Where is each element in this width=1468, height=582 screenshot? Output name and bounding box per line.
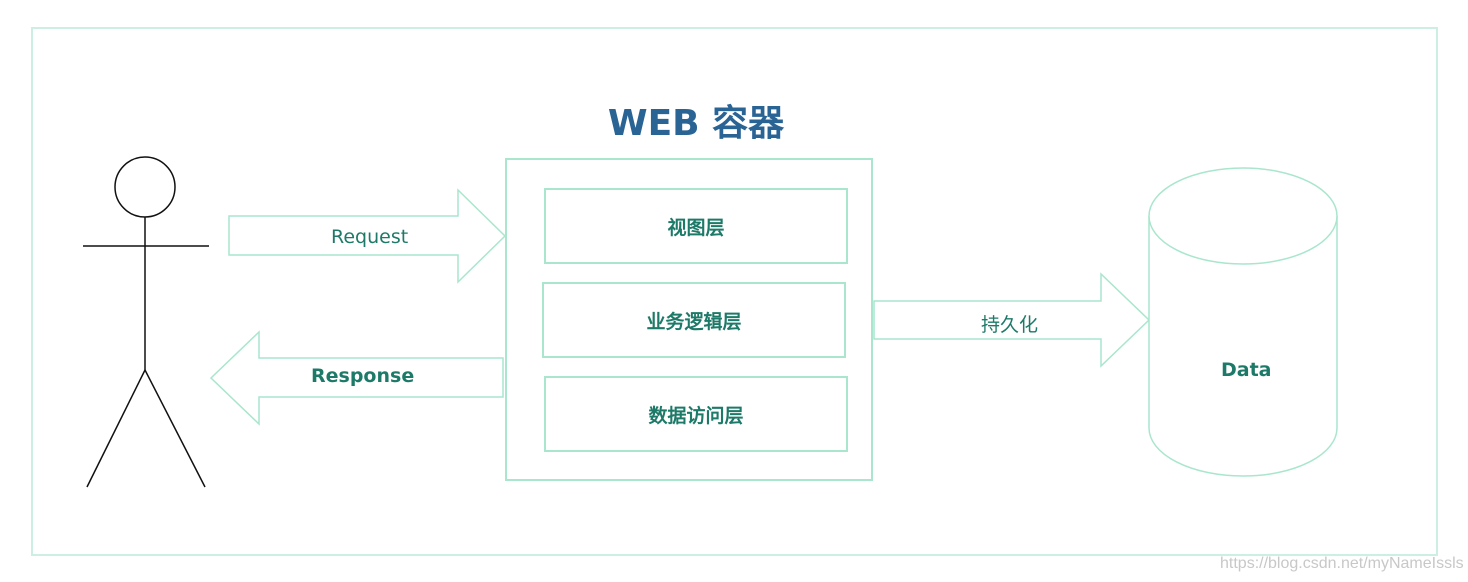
data-store-label: Data — [1221, 359, 1272, 381]
diagram-frame — [31, 27, 1438, 556]
user-head — [114, 156, 176, 218]
diagram-title: WEB 容器 — [607, 103, 785, 144]
business-logic-layer: 业务逻辑层 — [542, 282, 846, 358]
persist-label: 持久化 — [981, 314, 1039, 336]
data-access-layer: 数据访问层 — [544, 376, 848, 452]
response-arrow — [209, 330, 504, 426]
request-label: Request — [331, 226, 409, 248]
user-right-leg — [144, 369, 206, 488]
database-body — [1148, 216, 1338, 477]
database-top — [1148, 167, 1338, 265]
watermark: https://blog.csdn.net/myNameIssls — [1220, 555, 1464, 572]
request-arrow — [228, 188, 507, 284]
user-actor-icon — [83, 156, 209, 488]
response-label: Response — [311, 365, 415, 387]
user-left-leg — [86, 369, 146, 488]
view-layer: 视图层 — [544, 188, 848, 264]
web-container: 视图层 业务逻辑层 数据访问层 — [505, 158, 873, 481]
persist-arrow — [873, 272, 1151, 368]
database-icon — [1148, 167, 1338, 477]
